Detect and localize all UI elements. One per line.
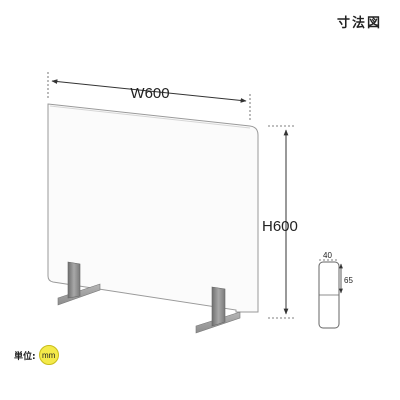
unit-note: 単位: mm — [14, 345, 59, 365]
foot-detail — [318, 259, 343, 329]
foot-width-label: 40 — [323, 251, 332, 260]
width-label: W600 — [130, 85, 169, 102]
height-dimension — [268, 125, 296, 319]
right-foot — [195, 286, 241, 334]
height-label: H600 — [262, 218, 298, 235]
unit-label: 単位: — [14, 351, 36, 362]
foot-height-label: 65 — [344, 276, 353, 285]
left-foot — [57, 261, 101, 306]
diagram-title: 寸法図 — [336, 16, 382, 31]
unit-badge: mm — [38, 345, 59, 365]
width-dimension — [47, 72, 251, 122]
acrylic-panel — [47, 103, 259, 313]
panel-edge-highlight — [49, 105, 251, 129]
